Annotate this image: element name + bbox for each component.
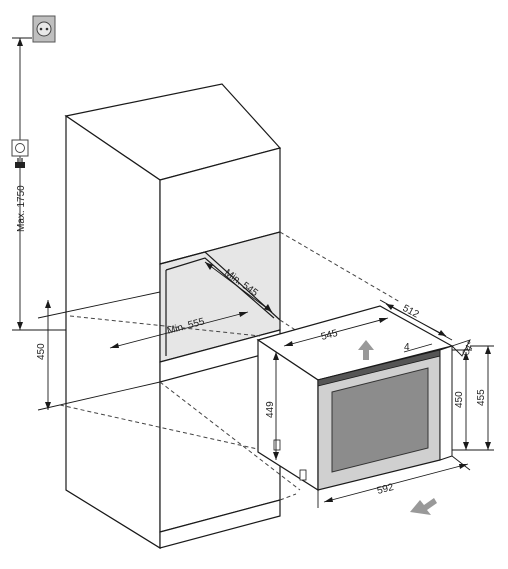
front-width-label: 592 <box>376 482 395 497</box>
cabinet <box>64 83 282 550</box>
appliance <box>256 305 454 492</box>
wall-socket-icon <box>32 15 56 43</box>
tilt-dimension: 4° <box>451 339 477 357</box>
height-total-dimension: 455 <box>470 345 494 451</box>
appliance-depth-label: 512 <box>401 303 421 321</box>
height-left-label: 449 <box>265 401 276 418</box>
appliance-width-dimension: 545 <box>283 317 389 347</box>
front-width-dimension: 592 <box>317 455 471 508</box>
gap-dimension: 4 <box>403 342 433 353</box>
door-glass <box>331 367 429 473</box>
height-total-label: 455 <box>476 389 487 406</box>
niche-height-label: 450 <box>36 343 47 360</box>
max-height-dimension: Max. 1750 <box>11 37 160 331</box>
gap-label: 4 <box>404 342 410 353</box>
airflow-arrow-icon <box>410 498 437 515</box>
max-height-label: Max. 1750 <box>16 185 27 232</box>
appliance-width-label: 545 <box>320 328 339 343</box>
height-left-dimension: 449 <box>265 352 279 460</box>
up-arrow-icon <box>358 340 374 360</box>
height-right-label: 450 <box>454 391 465 408</box>
plug-icon <box>11 139 29 168</box>
height-right-dimension: 450 <box>452 349 472 451</box>
niche-height-dimension: 450 <box>36 291 161 411</box>
